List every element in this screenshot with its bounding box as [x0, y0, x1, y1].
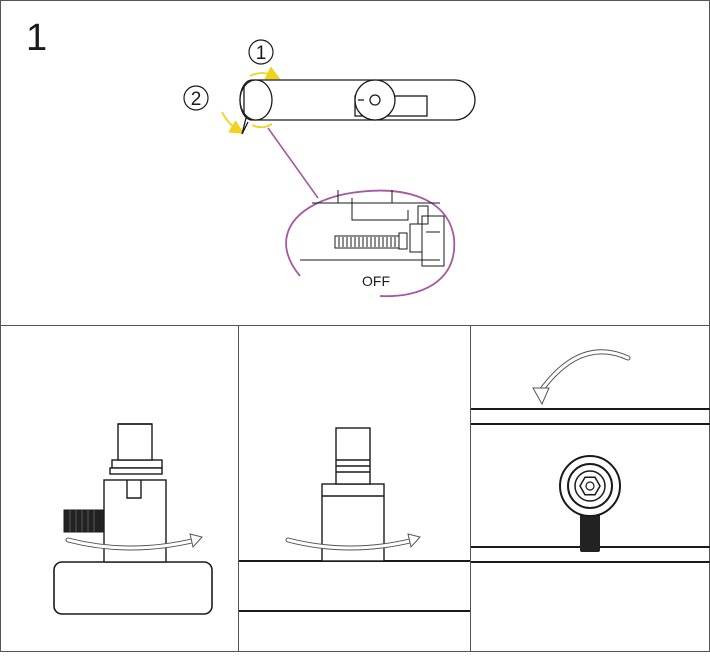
panel-lock-top-view — [471, 349, 710, 563]
device-top-view — [239, 79, 476, 135]
zoom-outline — [285, 189, 456, 298]
callout-1: 1 — [248, 39, 274, 65]
turn-arrow — [221, 111, 245, 134]
callout-1-label: 1 — [256, 43, 267, 64]
rotate-arrow-1 — [65, 533, 203, 551]
panel-rotate-side-view — [239, 427, 470, 612]
off-slider-scale — [334, 232, 408, 250]
callout-2: 2 — [183, 85, 209, 111]
step-number: 1 — [26, 17, 47, 59]
rail-profile — [53, 561, 213, 615]
zoom-detail: OFF — [285, 189, 456, 298]
rotate-arrow-2 — [285, 533, 421, 551]
lock-knob — [559, 455, 621, 552]
zoom-leader-line — [267, 127, 319, 199]
off-label: OFF — [362, 273, 390, 289]
push-arrow — [249, 66, 281, 129]
curved-turn-arrow — [532, 349, 631, 406]
callout-2-label: 2 — [191, 89, 202, 110]
panel-insert-side-view — [53, 423, 213, 615]
